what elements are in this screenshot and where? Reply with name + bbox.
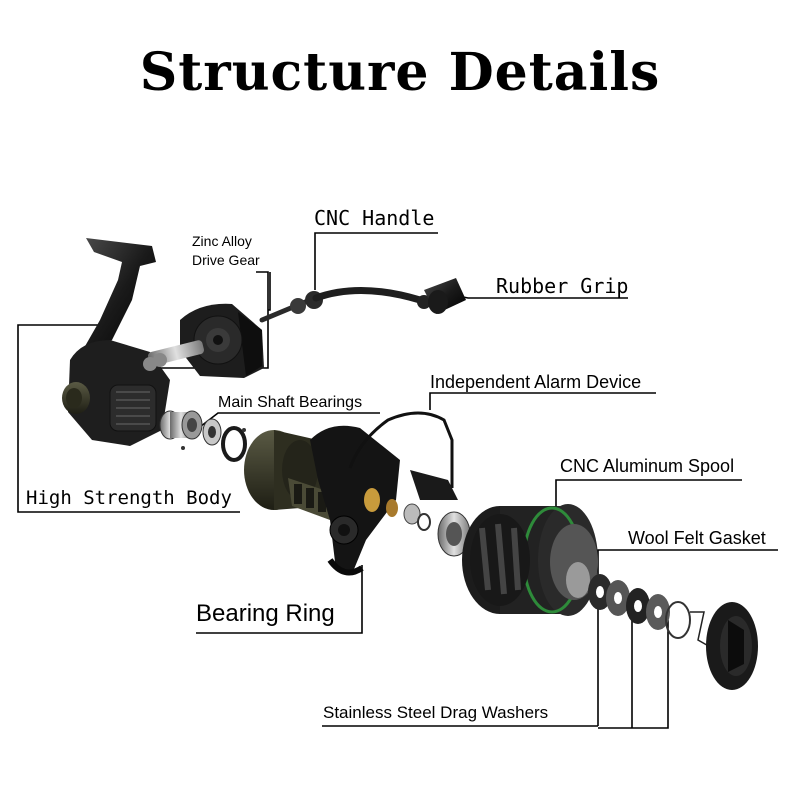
drive-gear <box>143 303 264 378</box>
rubber-grip <box>424 278 466 314</box>
label-cnc-aluminum-spool: CNC Aluminum Spool <box>560 456 735 476</box>
label-zinc-line1: Zinc Alloy <box>192 233 252 249</box>
label-high-strength-body: High Strength Body <box>26 487 232 509</box>
label-main-shaft-bearings: Main Shaft Bearings <box>218 394 363 411</box>
cnc-handle <box>259 286 431 323</box>
reel-body <box>62 238 170 446</box>
main-shaft-bearings <box>159 410 247 462</box>
drag-knob <box>706 602 758 690</box>
leader-alarm <box>429 392 656 410</box>
label-independent-alarm-device: Independent Alarm Device <box>430 372 642 392</box>
page-title: Structure Details <box>139 42 661 103</box>
cnc-aluminum-spool <box>462 504 598 616</box>
leader-shaft <box>195 412 380 431</box>
label-zinc-line2: Drive Gear <box>192 252 260 268</box>
label-bearing-ring: Bearing Ring <box>196 600 335 627</box>
leader-cnc-handle <box>314 232 438 290</box>
label-stainless-steel-drag-washers: Stainless Steel Drag Washers <box>323 703 549 722</box>
leader-ring <box>196 565 363 634</box>
leader-body <box>17 324 240 513</box>
bearing-ring <box>437 511 471 557</box>
leader-lines <box>17 232 778 729</box>
leader-felt <box>597 549 778 580</box>
drag-washers <box>588 574 713 649</box>
bail-arm <box>310 425 400 576</box>
label-rubber-grip: Rubber Grip <box>496 274 629 298</box>
label-zinc-alloy-drive-gear: Zinc Alloy Drive Gear <box>192 232 282 270</box>
alarm-device <box>348 411 458 531</box>
label-cnc-handle: CNC Handle <box>314 206 435 230</box>
label-wool-felt-gasket: Wool Felt Gasket <box>628 528 766 548</box>
